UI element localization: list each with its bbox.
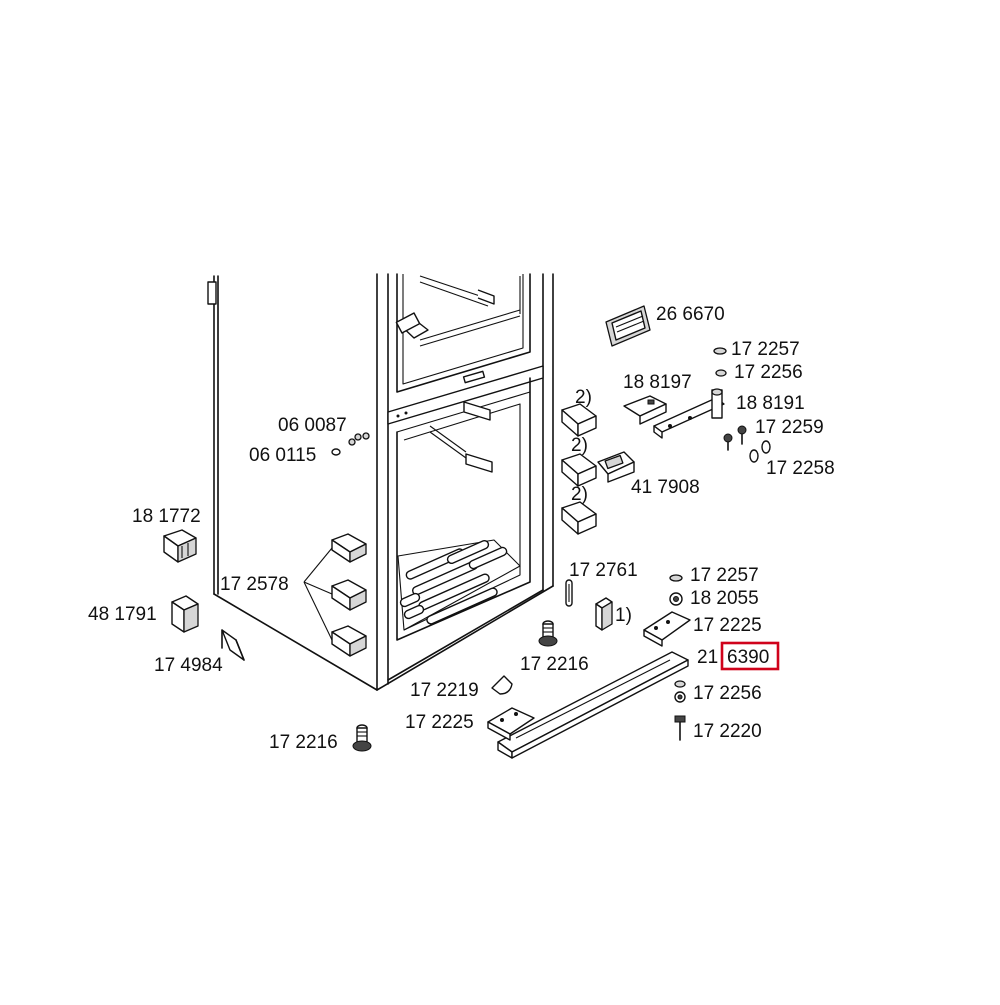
label-41-7908: 41 7908	[631, 477, 700, 498]
label-48-1791: 48 1791	[88, 604, 157, 625]
label-note-2-c: 2)	[571, 484, 588, 505]
label-17-2220: 17 2220	[693, 721, 762, 742]
label-17-2216-mid: 17 2216	[520, 654, 589, 675]
door-clips-note-2	[561, 403, 597, 535]
refrigerator-cabinet	[207, 273, 554, 691]
label-18-8197: 18 8197	[623, 372, 692, 393]
part-17-2219-pin	[491, 675, 513, 695]
label-17-2216-low: 17 2216	[269, 732, 338, 753]
label-21-6390-prefix: 21	[697, 647, 718, 668]
part-21-6390-base-cover	[497, 651, 689, 759]
part-17-2225-plate-left	[487, 707, 535, 741]
part-17-2761-rod	[565, 579, 573, 607]
label-note-1: 1)	[615, 605, 632, 626]
label-26-6670: 26 6670	[656, 304, 725, 325]
label-18-2055: 18 2055	[690, 588, 759, 609]
label-17-2578: 17 2578	[220, 574, 289, 595]
part-17-2216-foot-low	[352, 724, 372, 752]
label-17-2259: 17 2259	[755, 417, 824, 438]
label-17-2225-left: 17 2225	[405, 712, 474, 733]
highlight-box	[720, 641, 780, 671]
part-48-1791-block	[171, 595, 199, 633]
part-note-1-spacer	[595, 597, 613, 631]
upper-hinge-assembly	[597, 347, 771, 483]
label-17-2258: 17 2258	[766, 458, 835, 479]
label-17-2257-top: 17 2257	[731, 339, 800, 360]
label-17-2256-top: 17 2256	[734, 362, 803, 383]
label-06-0115: 06 0115	[249, 445, 316, 466]
label-21-6390-suffix: 6390	[727, 647, 769, 668]
lower-hinge-assembly	[643, 574, 691, 741]
part-17-2578-brackets	[303, 533, 367, 657]
part-17-2216-foot-mid	[538, 620, 558, 647]
label-17-2256-low: 17 2256	[693, 683, 762, 704]
part-26-6670-grille	[605, 305, 651, 347]
label-note-2-b: 2)	[571, 435, 588, 456]
label-17-4984: 17 4984	[154, 655, 223, 676]
small-screws	[331, 432, 370, 456]
label-17-2225-right: 17 2225	[693, 615, 762, 636]
label-06-0087: 06 0087	[278, 415, 347, 436]
part-17-4984-cover	[221, 629, 245, 661]
label-18-8191: 18 8191	[736, 393, 805, 414]
label-18-1772: 18 1772	[132, 506, 201, 527]
label-17-2257-low: 17 2257	[690, 565, 759, 586]
label-17-2761: 17 2761	[569, 560, 638, 581]
label-note-2-a: 2)	[575, 387, 592, 408]
label-17-2219: 17 2219	[410, 680, 479, 701]
part-18-1772-connector	[163, 529, 197, 563]
